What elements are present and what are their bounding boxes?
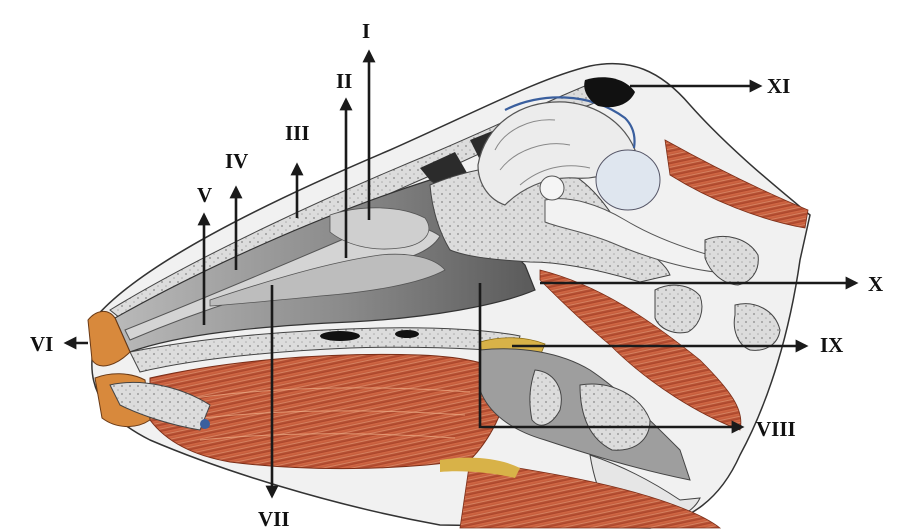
label-I: I: [362, 19, 370, 43]
teeth-root: [200, 419, 210, 429]
arrow-VIII: [478, 283, 745, 434]
cervical-vertebra: [654, 284, 703, 334]
label-XI: XI: [767, 74, 790, 98]
cerebral-gyri: [494, 119, 591, 186]
tongue-muscle: [149, 353, 511, 470]
dorsal-neck-muscle: [664, 139, 809, 229]
label-VIII: VIII: [756, 417, 796, 441]
palatine-canal-2: [395, 330, 419, 338]
epiglottis: [529, 369, 562, 426]
dura-vessel: [504, 96, 636, 149]
ventral-neck-muscle-2: [459, 459, 722, 529]
ventral-turbinate: [209, 253, 446, 307]
label-VII: VII: [258, 507, 290, 531]
label-III: III: [285, 121, 310, 145]
label-VI: VI: [30, 332, 53, 356]
palatine-canal: [320, 331, 360, 341]
mandible-incisor: [109, 382, 211, 431]
callouts: [63, 49, 859, 499]
tongue-fiber-lines: [179, 387, 471, 441]
upper-lip: [87, 311, 131, 367]
occipital-sinus: [584, 77, 635, 108]
labels: I II III IV V VI VII VIII IX X XI: [30, 19, 883, 531]
atlas: [704, 236, 759, 286]
label-V: V: [197, 183, 212, 207]
cerebellum: [595, 149, 661, 211]
label-II: II: [336, 69, 352, 93]
label-X: X: [868, 272, 883, 296]
ventral-fat: [440, 457, 520, 478]
label-IV: IV: [225, 149, 248, 173]
hypophysis: [539, 175, 565, 201]
label-IX: IX: [820, 333, 843, 357]
vertebral-body: [733, 303, 781, 351]
ethmoid-turbinate: [329, 207, 430, 250]
head-section: [87, 62, 811, 529]
